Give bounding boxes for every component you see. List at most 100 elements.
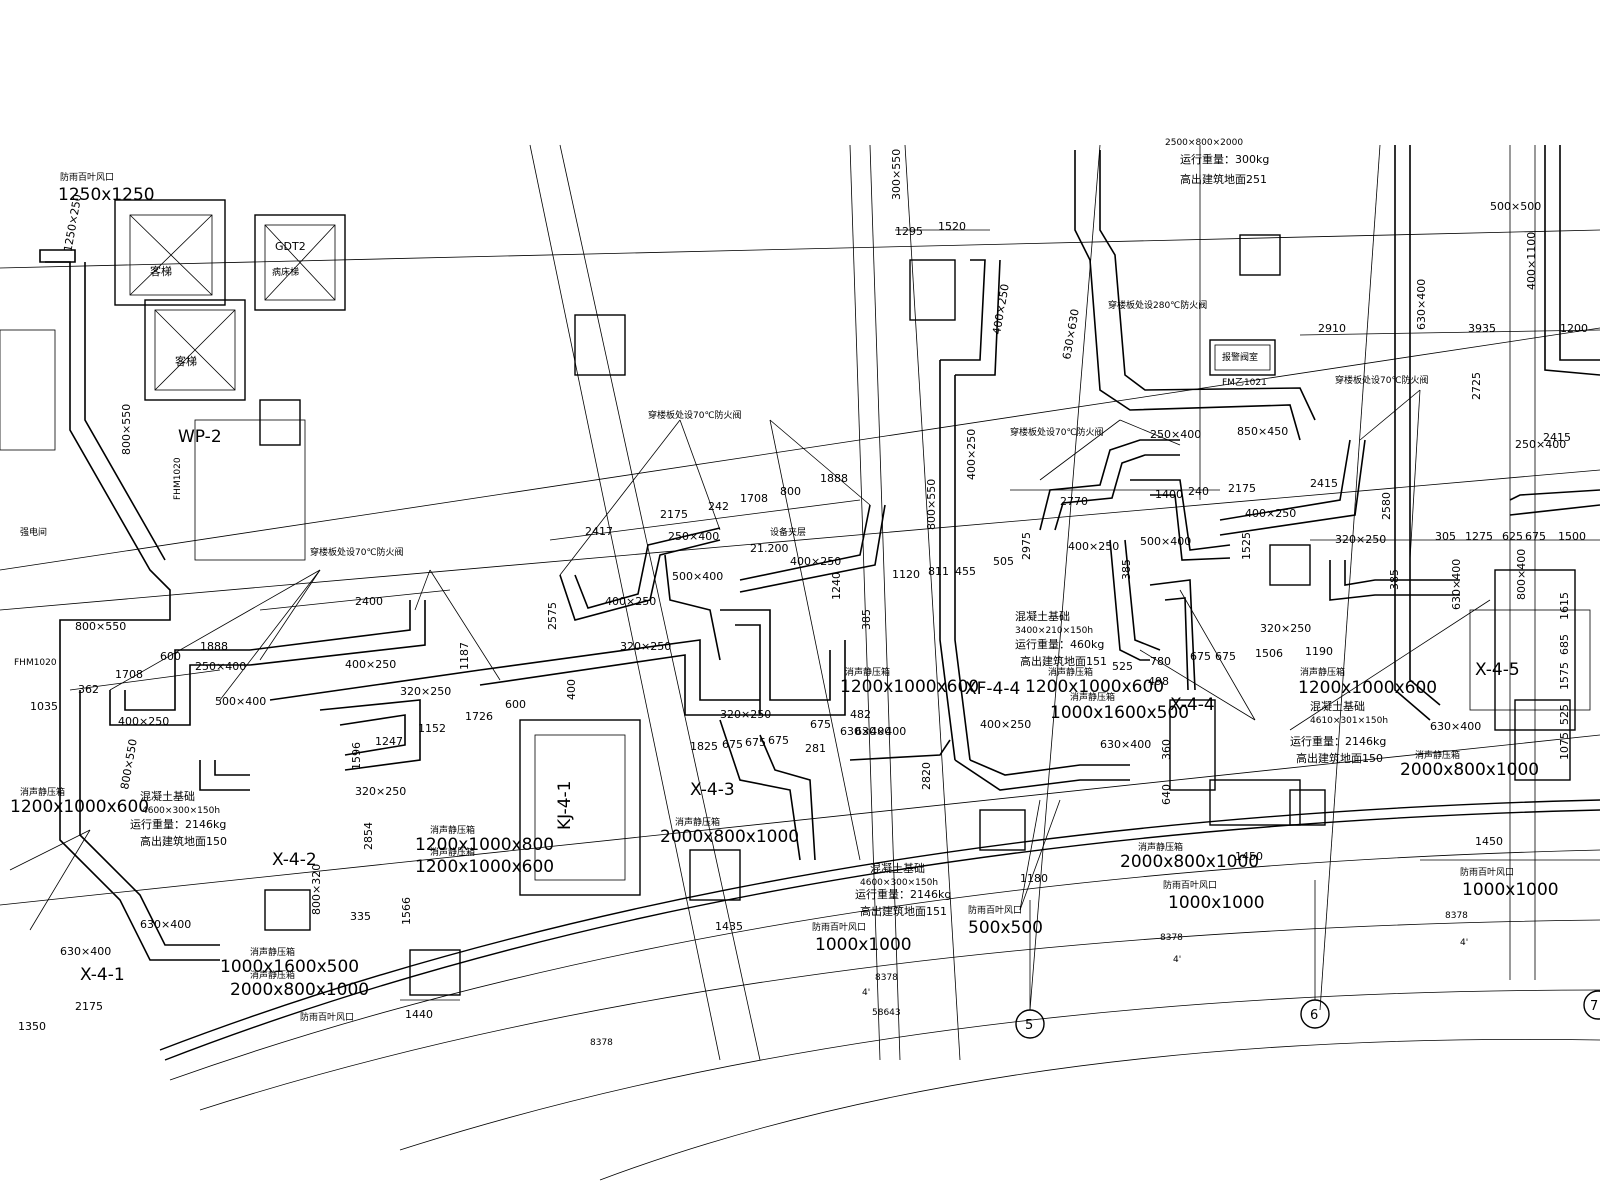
dim-1075: 1075 xyxy=(1558,732,1571,760)
dim-525: 525 xyxy=(1112,660,1133,673)
grid-label-7: 7 xyxy=(1590,999,1598,1014)
dim-320x250-a: 320×250 xyxy=(620,640,671,653)
elevator-label-2: 客梯 xyxy=(175,354,197,368)
grid-label-5: 5 xyxy=(1025,1018,1033,1033)
dim-500x500-top: 500×500 xyxy=(1490,200,1541,213)
leader-lines xyxy=(9,389,1491,931)
dim-300-550: 300×550 xyxy=(890,149,903,200)
op-weight-c: 运行重量：2146kg xyxy=(855,887,951,901)
silencer-e-label: 消声静压箱 xyxy=(1048,666,1093,678)
louver-size-tl: 1250x1250 xyxy=(58,185,155,205)
silencer-d-size: 1200x1000x600 xyxy=(840,677,979,697)
silencer-d-label: 消声静压箱 xyxy=(845,666,890,678)
dim-630x400-g: 630×400 xyxy=(855,725,906,738)
firevalve-label-d: 穿楼板处设70℃防火阀 xyxy=(1335,374,1429,386)
silencer-l-size: 1200x1000x600 xyxy=(1298,678,1437,698)
concrete-c-size: 4600×300×150h xyxy=(860,878,938,888)
dim-525-b: 525 xyxy=(1558,704,1571,725)
dim-240: 240 xyxy=(1188,485,1209,498)
louver-d-size: 1000x1000 xyxy=(1462,880,1559,900)
unit-xf: XF-4-4 xyxy=(965,679,1020,699)
dim-1575: 1575 xyxy=(1558,662,1571,690)
text-labels: 防雨百叶风口 1250x1250 1250×250 客梯 客梯 GDT2 病床梯… xyxy=(10,138,1598,1048)
dim-400x250-a: 400×250 xyxy=(605,595,656,608)
silencer-c-label: 消声静压箱 xyxy=(430,846,475,858)
dim-400: 400 xyxy=(565,679,578,700)
silencer-k-size: 2000x800x1000 xyxy=(1400,760,1539,780)
silencer-b-size: 1200x1000x800 xyxy=(415,835,554,855)
elevation-21200: 21.200 xyxy=(750,542,789,555)
dim-1435: 1435 xyxy=(715,920,743,933)
dim-1275: 1275 xyxy=(1465,530,1493,543)
dim-2400: 2400 xyxy=(355,595,383,608)
dim-2975: 2975 xyxy=(1020,532,1033,560)
concrete-b-size: 3400×210×150h xyxy=(1015,626,1093,636)
concrete-c-label: 混凝土基础 xyxy=(870,861,925,875)
silencer-j-label: 消声静压箱 xyxy=(1138,841,1183,853)
dim-4-c: 4' xyxy=(1460,938,1468,948)
dim-850x450: 850×450 xyxy=(1237,425,1288,438)
dim-630x400-c: 630×400 xyxy=(840,725,891,738)
dim-675-c: 675 xyxy=(1525,530,1546,543)
silencer-h-label: 消声静压箱 xyxy=(250,969,295,981)
louver-d-label: 防雨百叶风口 xyxy=(1460,866,1514,878)
dim-400x250-c: 400×250 xyxy=(345,658,396,671)
dim-500x400-a: 500×400 xyxy=(672,570,723,583)
dim-1295: 1295 xyxy=(895,225,923,238)
dim-8378-b: 8378 xyxy=(875,973,898,983)
dim-1350: 1350 xyxy=(18,1020,46,1033)
dim-800x400: 800×400 xyxy=(1515,549,1528,600)
concrete-b-label: 混凝土基础 xyxy=(1015,609,1070,623)
louver-b-label: 防雨百叶风口 xyxy=(968,904,1022,916)
dim-400x250-f: 400×250 xyxy=(1245,507,1296,520)
dim-1888-a: 1888 xyxy=(820,472,848,485)
dim-320x250-b: 320×250 xyxy=(400,685,451,698)
wp2-label: WP-2 xyxy=(178,427,222,447)
silencer-h-size: 2000x800x1000 xyxy=(230,980,369,1000)
dim-2854: 2854 xyxy=(362,822,375,850)
firevalve-label-c: 穿楼板处设70℃防火阀 xyxy=(1010,426,1104,438)
dim-360: 360 xyxy=(1160,739,1173,760)
dim-1440: 1440 xyxy=(405,1008,433,1021)
dim-8378-c: 8378 xyxy=(1160,933,1183,943)
dim-2175-a: 2175 xyxy=(660,508,688,521)
louver-a-size: 1000x1000 xyxy=(815,935,912,955)
firevalve-label-b: 穿楼板处设70℃防火阀 xyxy=(648,409,742,421)
dim-2575: 2575 xyxy=(546,602,559,630)
above-floor-d: 高出建筑地面150 xyxy=(1296,751,1383,765)
dim-400x250-d: 400×250 xyxy=(118,715,169,728)
dim-2725: 2725 xyxy=(1470,372,1483,400)
silencer-j-size: 2000x800x1000 xyxy=(1120,852,1259,872)
dim-455: 455 xyxy=(955,565,976,578)
silencer-a-label: 消声静压箱 xyxy=(20,786,65,798)
dim-800x550-d: 800×550 xyxy=(925,479,938,530)
dim-800x320: 800×320 xyxy=(310,864,323,915)
dim-335: 335 xyxy=(350,910,371,923)
above-floor-b: 高出建筑地面151 xyxy=(1020,654,1107,668)
louver-label-tl: 防雨百叶风口 xyxy=(60,171,114,183)
dim-2770: 2770 xyxy=(1060,495,1088,508)
louver-e-label: 防雨百叶风口 xyxy=(300,1011,354,1023)
dim-1180: 1180 xyxy=(1020,872,1048,885)
dim-630x400-a: 630×400 xyxy=(140,918,191,931)
dim-385-c: 385 xyxy=(1388,569,1401,590)
dim-600-b: 600 xyxy=(505,698,526,711)
dim-482: 482 xyxy=(850,708,871,721)
silencer-e-size: 1200x1000x600 xyxy=(1025,677,1164,697)
dim-675-f: 675 xyxy=(768,734,789,747)
dim-1200: 1200 xyxy=(1560,322,1588,335)
unit-x42: X-4-2 xyxy=(272,850,317,870)
grid-markers xyxy=(1015,880,1600,1039)
dim-1450-a: 1450 xyxy=(1235,850,1263,863)
dim-675-e: 675 xyxy=(745,736,766,749)
dim-780: 780 xyxy=(1150,655,1171,668)
unit-kj: KJ-4-1 xyxy=(555,781,575,830)
dimension-lines xyxy=(69,229,1600,1001)
dim-281: 281 xyxy=(805,742,826,755)
dim-250x400-a: 250×400 xyxy=(668,530,719,543)
top-above: 高出建筑地面251 xyxy=(1180,172,1267,186)
dim-250x400-b: 250×400 xyxy=(195,660,246,673)
dim-800-550-c: 800×550 xyxy=(118,738,140,791)
dim-630x400-b: 630×400 xyxy=(60,945,111,958)
dim-242: 242 xyxy=(708,500,729,513)
